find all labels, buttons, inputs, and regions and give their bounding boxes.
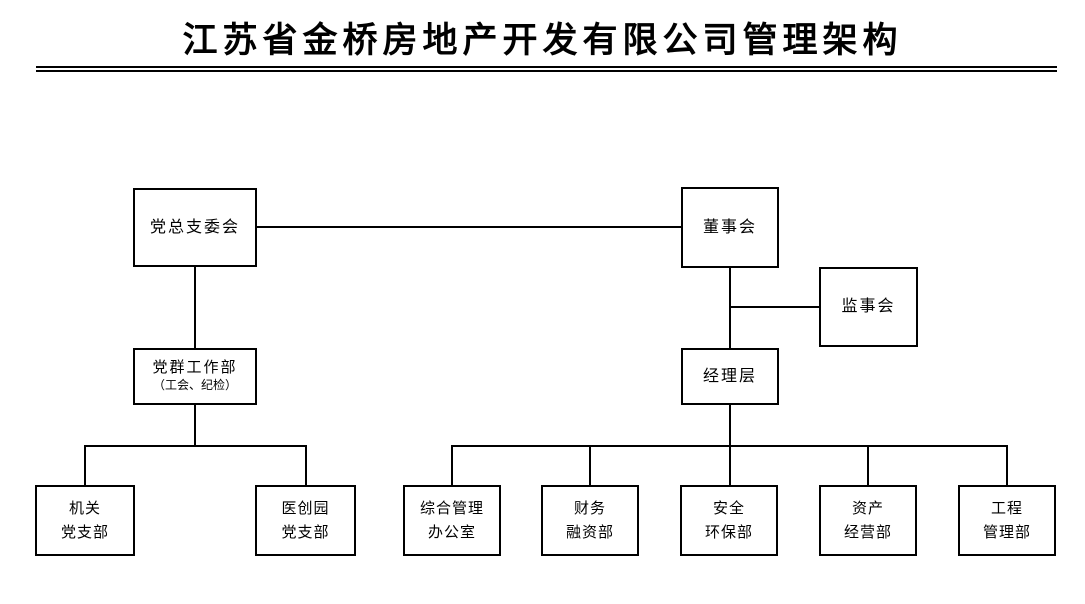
- connector-drop-safety-dept: [729, 445, 731, 486]
- node-label: 董事会: [702, 218, 757, 236]
- connector-left-group-bar: [84, 445, 307, 447]
- node-party-mass-work-dept: 党群工作部 （工会、纪检）: [133, 348, 257, 405]
- node-engineering-management-dept: 工程 管理部: [958, 485, 1056, 556]
- node-label: 监事会: [841, 298, 896, 315]
- node-label: 安全: [712, 500, 745, 518]
- node-label: 资产: [851, 500, 884, 518]
- node-label: 党总支委会: [149, 218, 240, 236]
- node-party-general-branch-committee: 党总支委会: [133, 188, 257, 267]
- node-label: 党支部: [60, 523, 109, 541]
- node-organ-party-branch: 机关 党支部: [35, 485, 135, 556]
- node-label: 党支部: [281, 523, 330, 541]
- node-medical-innovation-park-party-branch: 医创园 党支部: [255, 485, 356, 556]
- node-label: 融资部: [565, 523, 614, 541]
- connector-drop-medpark-party-branch: [305, 445, 307, 486]
- connector-board-supervisory: [730, 306, 819, 308]
- node-asset-operation-dept: 资产 经营部: [819, 485, 917, 556]
- node-board-of-directors: 董事会: [681, 187, 779, 268]
- node-general-management-office: 综合管理 办公室: [403, 485, 501, 556]
- node-label: 党群工作部: [152, 359, 238, 377]
- node-supervisory-board: 监事会: [819, 267, 918, 347]
- connector-party-mass-dept-stem: [194, 403, 196, 447]
- node-management-level: 经理层: [681, 348, 779, 405]
- node-finance-financing-dept: 财务 融资部: [541, 485, 639, 556]
- connector-party-committee-to-party-mass-dept: [194, 266, 196, 349]
- node-label: 机关: [68, 500, 101, 518]
- node-label: 综合管理: [419, 500, 484, 518]
- connector-board-to-management: [729, 267, 731, 349]
- node-label: 财务: [573, 500, 606, 518]
- diagram-title: 江苏省金桥房地产开发有限公司管理架构: [182, 21, 903, 60]
- connector-drop-general-mgmt-office: [451, 445, 453, 486]
- node-sublabel: （工会、纪检）: [152, 378, 237, 393]
- connector-drop-asset-dept: [867, 445, 869, 486]
- connector-drop-organ-party-branch: [84, 445, 86, 486]
- node-label: 工程: [990, 500, 1023, 518]
- node-label: 管理部: [982, 523, 1031, 541]
- connector-party-committee-board: [257, 226, 681, 228]
- connector-drop-finance-dept: [589, 445, 591, 486]
- node-safety-environment-dept: 安全 环保部: [680, 485, 778, 556]
- node-label: 办公室: [427, 523, 476, 541]
- title-underline: [36, 66, 1057, 72]
- node-label: 医创园: [281, 500, 330, 518]
- node-label: 环保部: [704, 523, 753, 541]
- connector-drop-engineering-dept: [1006, 445, 1008, 486]
- node-label: 经理层: [702, 367, 757, 385]
- node-label: 经营部: [843, 523, 892, 541]
- connector-management-stem: [729, 403, 731, 447]
